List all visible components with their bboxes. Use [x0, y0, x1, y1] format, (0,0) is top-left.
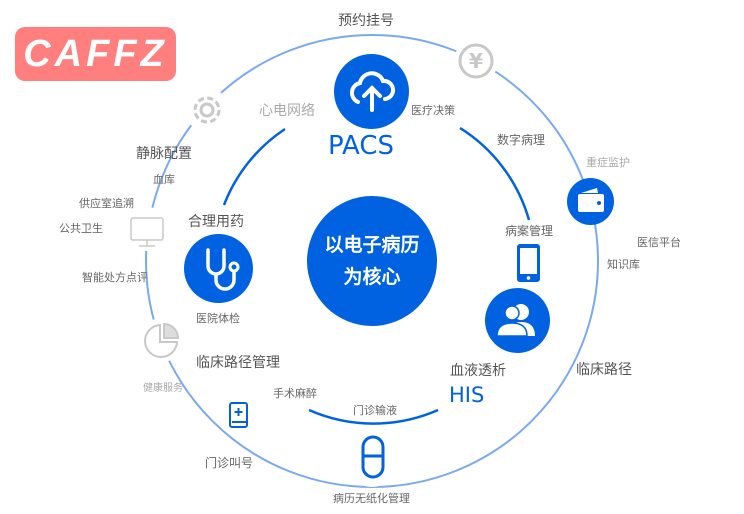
center-line-2: 为核心	[343, 266, 401, 288]
label-dialysis: 血液透析	[450, 363, 506, 379]
label-paperless: 病历无纸化管理	[333, 492, 410, 505]
label-queue: 门诊叫号	[205, 456, 254, 470]
label-health: 健康服务	[143, 383, 183, 394]
capsule-icon	[361, 435, 385, 479]
label-clinical-path: 临床路径	[576, 362, 632, 378]
wallet-icon	[567, 178, 614, 225]
label-anesthesia: 手术麻醉	[273, 387, 317, 400]
his-label: HIS	[449, 383, 485, 407]
label-decision: 医疗决策	[411, 104, 455, 117]
label-prescription: 智能处方点评	[82, 271, 148, 284]
monitor-icon	[130, 217, 164, 247]
label-info-platform: 医信平台	[637, 236, 681, 249]
label-case-mgmt: 病案管理	[505, 224, 554, 238]
inner-arc	[222, 127, 286, 206]
cloud-upload-icon	[334, 54, 409, 129]
logo-text: CAFFZ	[23, 32, 168, 75]
center-line-1: 以电子病历	[324, 234, 420, 256]
svg-text:¥: ¥	[469, 49, 483, 73]
label-public-health: 公共卫生	[59, 222, 103, 235]
phone-icon	[517, 244, 540, 282]
label-drug: 合理用药	[188, 214, 244, 230]
users-icon	[485, 288, 550, 353]
label-checkup: 医院体检	[196, 312, 240, 325]
medical-book-icon	[229, 402, 248, 428]
label-clinical-mgmt: 临床路径管理	[196, 355, 280, 371]
label-vein: 静脉配置	[136, 146, 192, 162]
label-appointment: 预约挂号	[338, 13, 394, 29]
label-supply: 供应室追溯	[79, 197, 134, 210]
label-infusion: 门诊输液	[353, 404, 397, 417]
label-pathology: 数字病理	[497, 133, 546, 147]
center-core: 以电子病历 为核心	[307, 196, 437, 326]
logo: CAFFZ	[15, 27, 176, 81]
inner-arc	[308, 408, 439, 425]
stethoscope-icon	[184, 234, 253, 303]
label-ecg: 心电网络	[259, 103, 315, 119]
pacs-label: PACS	[328, 131, 395, 161]
gear-icon	[193, 96, 221, 124]
label-icu: 重症监护	[586, 156, 630, 169]
inner-arc	[459, 126, 531, 221]
yen-icon: ¥	[458, 43, 494, 79]
label-blood-bank: 血库	[153, 173, 175, 186]
label-knowledge: 知识库	[607, 258, 640, 271]
pie-chart-icon	[144, 322, 180, 358]
